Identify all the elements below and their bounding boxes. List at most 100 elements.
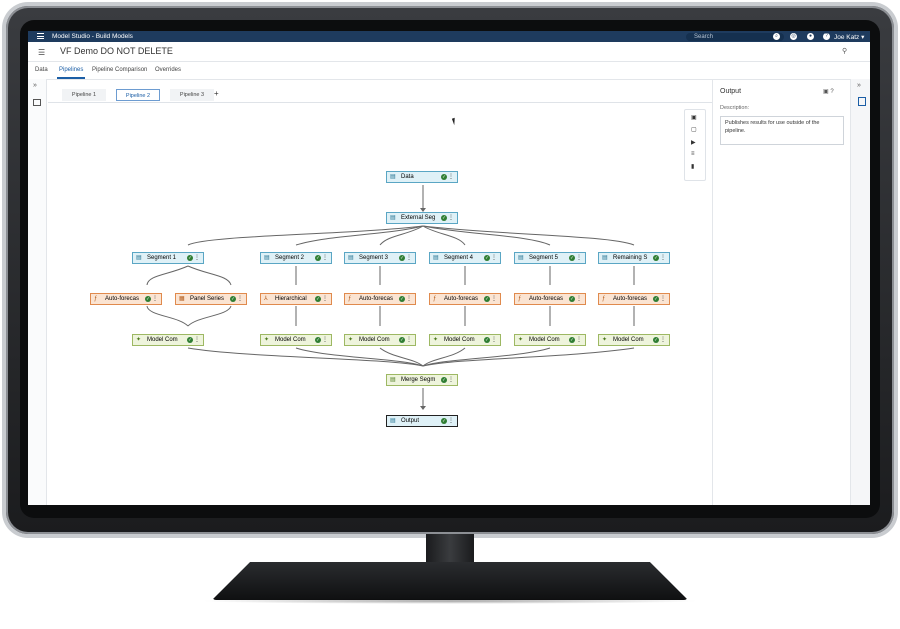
- connector: [422, 347, 635, 367]
- node-menu-icon[interactable]: ⋮: [448, 377, 454, 383]
- function-icon: ƒ: [518, 296, 522, 302]
- hamburger-icon[interactable]: [37, 33, 44, 39]
- node-panel-series[interactable]: ▦ Panel Series ✓ ⋮: [175, 293, 247, 305]
- search-icon[interactable]: ⌕: [773, 33, 780, 40]
- node-menu-icon[interactable]: ⋮: [660, 255, 666, 261]
- node-label: Model Com: [147, 337, 178, 343]
- pipeline-canvas[interactable]: [48, 103, 712, 505]
- tab-data[interactable]: Data: [35, 67, 48, 73]
- bell-icon[interactable]: ●: [807, 33, 814, 40]
- status-ok-icon: ✓: [399, 255, 405, 261]
- node-segment-3[interactable]: ▤ Segment 3 ✓ ⋮: [344, 252, 416, 264]
- node-model-comparison-6[interactable]: ✦ Model Com ✓ ⋮: [598, 334, 670, 346]
- node-external-segmentation[interactable]: ▤ External Seg ✓ ⋮: [386, 212, 458, 224]
- user-menu[interactable]: Joe Katz ▾: [834, 33, 864, 41]
- node-hierarchical[interactable]: ⅄ Hierarchical ✓ ⋮: [260, 293, 332, 305]
- tab-pipeline-2[interactable]: Pipeline 2: [116, 89, 160, 101]
- node-menu-icon[interactable]: ⋮: [448, 174, 454, 180]
- node-model-comparison-4[interactable]: ✦ Model Com ✓ ⋮: [429, 334, 501, 346]
- node-label: Merge Segm: [401, 377, 436, 383]
- help-icon[interactable]: ?: [823, 33, 830, 40]
- function-icon: ƒ: [94, 296, 98, 302]
- node-segment-4[interactable]: ▤ Segment 4 ✓ ⋮: [429, 252, 501, 264]
- node-menu-icon[interactable]: ⋮: [448, 418, 454, 424]
- node-auto-forecasting-3[interactable]: ƒ Auto-forecas ✓ ⋮: [344, 293, 416, 305]
- node-segment-5[interactable]: ▤ Segment 5 ✓ ⋮: [514, 252, 586, 264]
- node-auto-forecasting-5[interactable]: ƒ Auto-forecas ✓ ⋮: [514, 293, 586, 305]
- user-settings-icon[interactable]: ⚲: [842, 48, 848, 55]
- node-auto-forecasting-4[interactable]: ƒ Auto-forecas ✓ ⋮: [429, 293, 501, 305]
- save-icon[interactable]: ▣ ?: [823, 89, 834, 95]
- node-menu-icon[interactable]: ⋮: [448, 215, 454, 221]
- connector-arrow: [420, 406, 426, 410]
- layout-icon[interactable]: ▢: [691, 127, 697, 133]
- segment-icon: ▤: [390, 215, 396, 221]
- save-icon[interactable]: ▣: [691, 115, 697, 121]
- node-auto-forecasting-1[interactable]: ƒ Auto-forecas ✓ ⋮: [90, 293, 162, 305]
- tab-pipeline-3[interactable]: Pipeline 3: [170, 89, 214, 101]
- node-menu-icon[interactable]: ⋮: [660, 296, 666, 302]
- node-model-comparison-5[interactable]: ✦ Model Com ✓ ⋮: [514, 334, 586, 346]
- status-ok-icon: ✓: [441, 377, 447, 383]
- node-menu-icon[interactable]: ⋮: [322, 296, 328, 302]
- tab-overrides[interactable]: Overrides: [155, 67, 182, 73]
- node-menu-icon[interactable]: ⋮: [237, 296, 243, 302]
- node-menu-icon[interactable]: ⋮: [576, 255, 582, 261]
- node-menu-icon[interactable]: ⋮: [194, 337, 200, 343]
- connector: [146, 265, 189, 286]
- node-label: Model Com: [275, 337, 306, 343]
- node-menu-icon[interactable]: ⋮: [322, 255, 328, 261]
- status-ok-icon: ✓: [230, 296, 236, 302]
- node-model-comparison-3[interactable]: ✦ Model Com ✓ ⋮: [344, 334, 416, 346]
- node-menu-icon[interactable]: ⋮: [576, 337, 582, 343]
- node-menu-icon[interactable]: ⋮: [491, 255, 497, 261]
- node-menu-icon[interactable]: ⋮: [491, 296, 497, 302]
- nodes-panel-icon[interactable]: [33, 99, 41, 106]
- status-ok-icon: ✓: [653, 255, 659, 261]
- status-ok-icon: ✓: [569, 337, 575, 343]
- node-remaining-segments[interactable]: ▤ Remaining S ✓ ⋮: [598, 252, 670, 264]
- compare-icon: ✦: [433, 337, 439, 343]
- node-menu-icon[interactable]: ⋮: [322, 337, 328, 343]
- status-ok-icon: ✓: [399, 337, 405, 343]
- node-auto-forecasting-6[interactable]: ƒ Auto-forecas ✓ ⋮: [598, 293, 670, 305]
- list-icon[interactable]: ☰: [38, 48, 46, 57]
- node-output[interactable]: ▤ Output ✓ ⋮: [386, 415, 458, 427]
- status-ok-icon: ✓: [653, 337, 659, 343]
- node-segment-1[interactable]: ▤ Segment 1 ✓ ⋮: [132, 252, 204, 264]
- results-icon[interactable]: ≡: [691, 151, 695, 157]
- trash-icon[interactable]: ▮: [691, 164, 695, 170]
- node-menu-icon[interactable]: ⋮: [406, 337, 412, 343]
- search-input[interactable]: Search: [686, 32, 784, 41]
- add-pipeline-button[interactable]: +: [214, 89, 219, 98]
- node-model-comparison-2[interactable]: ✦ Model Com ✓ ⋮: [260, 334, 332, 346]
- node-label: Auto-forecas: [444, 296, 479, 302]
- node-menu-icon[interactable]: ⋮: [660, 337, 666, 343]
- tab-pipeline-1[interactable]: Pipeline 1: [62, 89, 106, 101]
- node-segment-2[interactable]: ▤ Segment 2 ✓ ⋮: [260, 252, 332, 264]
- left-rail: »: [28, 79, 47, 505]
- node-menu-icon[interactable]: ⋮: [152, 296, 158, 302]
- node-data[interactable]: ▤ Data ✓ ⋮: [386, 171, 458, 183]
- node-model-comparison-1[interactable]: ✦ Model Com ✓ ⋮: [132, 334, 204, 346]
- node-label: Auto-forecas: [105, 296, 140, 302]
- double-chevron-icon[interactable]: »: [857, 82, 861, 89]
- tab-pipelines[interactable]: Pipelines: [56, 67, 86, 79]
- user-name: Joe Katz: [834, 34, 860, 41]
- status-ok-icon: ✓: [484, 296, 490, 302]
- node-merge-segments[interactable]: ▤ Merge Segm ✓ ⋮: [386, 374, 458, 386]
- double-chevron-icon[interactable]: »: [33, 82, 37, 89]
- help-circle-icon[interactable]: ◎: [790, 33, 797, 40]
- node-label: Auto-forecas: [529, 296, 564, 302]
- document-icon[interactable]: [858, 97, 866, 106]
- node-menu-icon[interactable]: ⋮: [491, 337, 497, 343]
- dataset-icon: ▤: [390, 174, 396, 180]
- tab-pipeline-comparison[interactable]: Pipeline Comparison: [92, 67, 148, 73]
- node-menu-icon[interactable]: ⋮: [576, 296, 582, 302]
- node-menu-icon[interactable]: ⋮: [406, 296, 412, 302]
- node-label: Auto-forecas: [359, 296, 394, 302]
- run-icon[interactable]: ▶: [691, 140, 696, 146]
- node-menu-icon[interactable]: ⋮: [194, 255, 200, 261]
- node-menu-icon[interactable]: ⋮: [406, 255, 412, 261]
- description-field[interactable]: Publishes results for use outside of the…: [720, 116, 844, 145]
